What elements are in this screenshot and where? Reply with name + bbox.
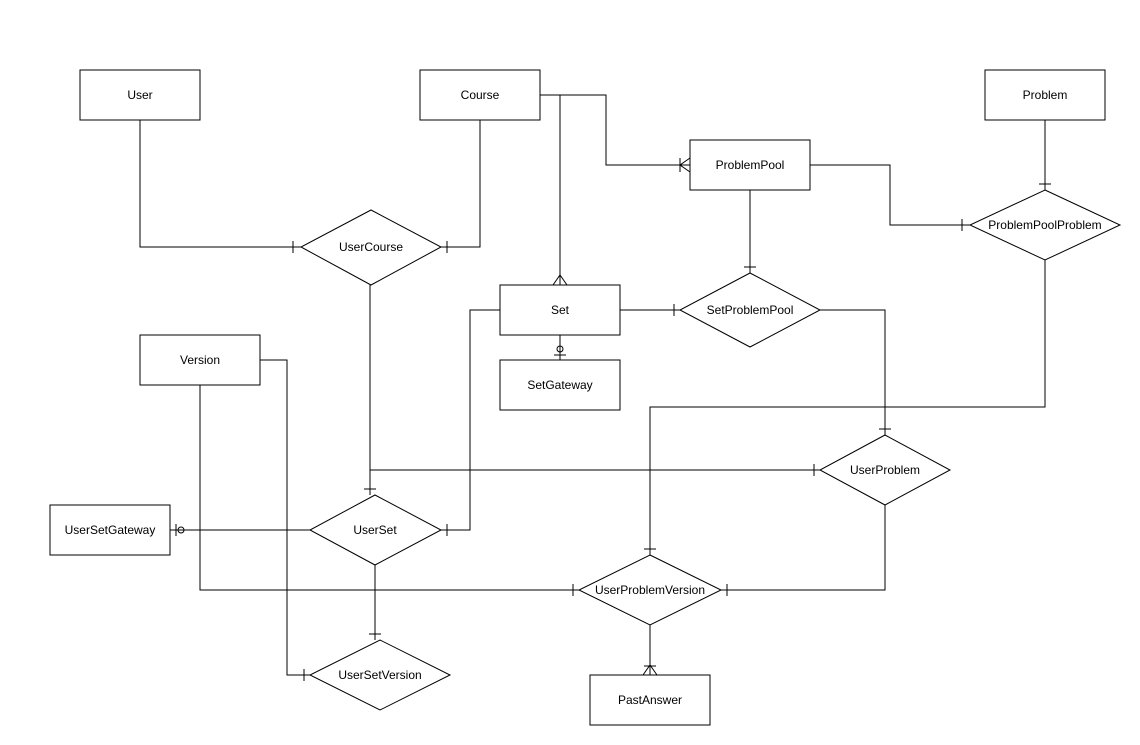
relationship-user-problem-label: UserProblem — [850, 463, 920, 477]
entity-user-set-gateway-label: UserSetGateway — [65, 523, 156, 537]
entities: User Course Problem ProblemPool Set SetG… — [49, 69, 1106, 726]
relationship-user-set-label: UserSet — [353, 523, 397, 537]
edge-course-problempool — [540, 94, 690, 166]
relationship-user-problem-version[interactable]: UserProblemVersion — [577, 554, 723, 626]
edge-set-userset — [441, 309, 500, 531]
entity-problem[interactable]: Problem — [984, 69, 1106, 121]
edge-version-userproblemversion — [199, 385, 579, 591]
zero-marker — [177, 526, 185, 534]
zero-marker — [556, 345, 564, 353]
edge-setproblempool-userproblem — [820, 309, 886, 435]
entity-past-answer[interactable]: PastAnswer — [589, 674, 711, 726]
entity-problem-label: Problem — [1023, 88, 1068, 102]
edge-course-set — [540, 94, 561, 285]
relationship-user-set-version-label: UserSetVersion — [338, 668, 421, 682]
entity-user-label: User — [127, 88, 152, 102]
relationship-set-problem-pool[interactable]: SetProblemPool — [678, 272, 822, 348]
entity-set-gateway-label: SetGateway — [527, 378, 592, 392]
entity-course[interactable]: Course — [419, 69, 541, 121]
relationships: UserCourse ProblemPoolProblem SetProblem… — [299, 189, 1122, 711]
edge-course-usercourse — [441, 120, 481, 248]
edge-user-usercourse — [139, 120, 301, 248]
entity-user[interactable]: User — [79, 69, 201, 121]
relationship-user-problem[interactable]: UserProblem — [818, 434, 952, 506]
relationship-user-set[interactable]: UserSet — [308, 494, 443, 566]
connectors — [139, 94, 1046, 676]
entity-version[interactable]: Version — [139, 334, 261, 386]
many-marker — [642, 664, 658, 676]
entity-set-gateway[interactable]: SetGateway — [499, 359, 621, 411]
entity-set-label: Set — [551, 303, 570, 317]
relationship-user-course[interactable]: UserCourse — [299, 209, 443, 286]
edge-version-usersetversion — [260, 359, 310, 676]
relationship-user-course-label: UserCourse — [339, 240, 403, 254]
cardinality-markers — [175, 157, 1051, 681]
many-marker — [552, 274, 568, 286]
entity-course-label: Course — [461, 88, 500, 102]
relationship-set-problem-pool-label: SetProblemPool — [707, 303, 794, 317]
edge-problempool-problempoolproblem — [810, 164, 970, 226]
entity-set[interactable]: Set — [499, 284, 621, 336]
relationship-problem-pool-problem[interactable]: ProblemPoolProblem — [968, 189, 1122, 261]
entity-past-answer-label: PastAnswer — [618, 693, 682, 707]
edge-problempoolproblem-userproblemversion — [649, 260, 1046, 555]
entity-problem-pool-label: ProblemPool — [716, 158, 785, 172]
relationship-problem-pool-problem-label: ProblemPoolProblem — [988, 218, 1101, 232]
edge-userproblem-userproblemversion — [721, 505, 886, 591]
entity-problem-pool[interactable]: ProblemPool — [689, 139, 811, 191]
entity-user-set-gateway[interactable]: UserSetGateway — [49, 504, 171, 556]
relationship-user-problem-version-label: UserProblemVersion — [595, 583, 705, 597]
relationship-user-set-version[interactable]: UserSetVersion — [308, 639, 452, 711]
entity-version-label: Version — [180, 353, 220, 367]
